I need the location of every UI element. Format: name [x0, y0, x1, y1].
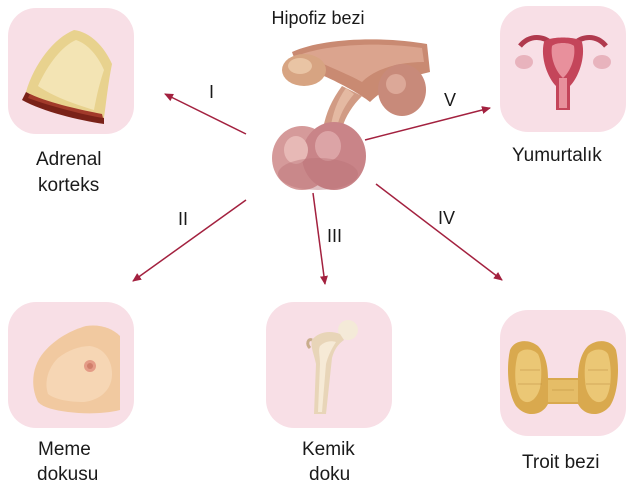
adrenal-label-line2: korteks — [38, 174, 99, 198]
thyroid-gland-illustration — [500, 310, 626, 436]
arrow-label-i: I — [209, 82, 214, 102]
arrow-label-iv: IV — [438, 208, 455, 228]
breast-label-line1: Meme — [38, 438, 91, 462]
ovary-label: Yumurtalık — [512, 144, 602, 168]
bone-label-line1: Kemik — [302, 438, 355, 462]
arrow-label-ii: II — [178, 209, 188, 229]
thyroid-label: Troit bezi — [522, 451, 599, 475]
arrow-to-breast — [133, 200, 246, 281]
thyroid-tile — [500, 310, 626, 436]
uterus-ovary-illustration — [500, 6, 626, 132]
breast-tissue-illustration — [8, 302, 134, 428]
arrow-label-v: V — [444, 90, 456, 110]
bone-tile — [266, 302, 392, 428]
femur-bone-illustration — [266, 302, 392, 428]
adrenal-label-line1: Adrenal — [36, 148, 102, 172]
arrow-to-adrenal — [165, 94, 246, 134]
pituitary-label: Hipofiz bezi — [265, 6, 371, 30]
bone-label-line2: doku — [309, 463, 350, 487]
breast-label-line2: dokusu — [37, 463, 98, 487]
adrenal-tile — [8, 8, 134, 134]
pituitary-gland-illustration — [262, 32, 432, 200]
arrow-to-bone — [313, 193, 325, 284]
breast-tile — [8, 302, 134, 428]
ovary-tile — [500, 6, 626, 132]
arrow-label-iii: III — [327, 226, 342, 246]
adrenal-cortex-illustration — [8, 8, 134, 134]
